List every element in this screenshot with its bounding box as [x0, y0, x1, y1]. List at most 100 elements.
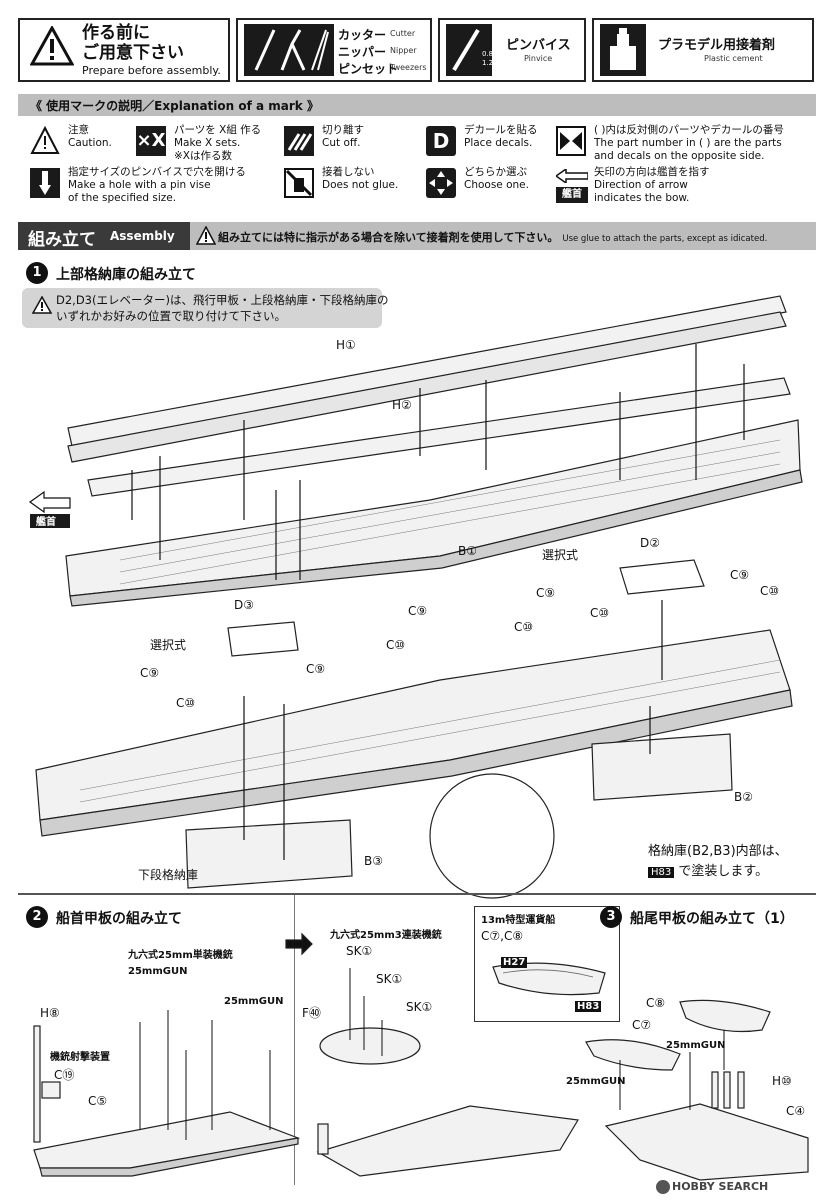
boat-inset: 13m特型運貨船 C⑦,C⑧ H27 H83	[474, 906, 620, 1022]
prepare-panel: 作る前に ご用意下さい Prepare before assembly.	[18, 18, 230, 82]
boat-paint-a-wrap: H27	[501, 957, 528, 968]
part-sk1-label: SK①	[376, 972, 403, 986]
part-c9-label: C⑨	[306, 662, 326, 676]
assembly-note-en: Use glue to attach the parts, except as …	[562, 234, 768, 244]
part-c8-label: C⑧	[646, 996, 666, 1010]
gun-single-label: 九六式25mm単装機銃	[128, 950, 233, 961]
assembly-bar: 組み立て Assembly 組み立てには特に指示がある場合を除いて接着剤を使用し…	[18, 222, 816, 250]
mark-decal-en: Place decals.	[464, 137, 533, 149]
paint-note-line2-wrap: H83 で塗装します。	[648, 860, 768, 879]
caution-icon	[196, 226, 216, 245]
bow-label: 艦首	[556, 187, 588, 203]
tool-tweezers-label: ピンセット	[338, 62, 399, 76]
make-sets-icon: ×X	[136, 126, 166, 156]
mark-noglue-jp: 接着しない	[322, 166, 375, 178]
gun-mount-label: 機銃射撃装置	[50, 1052, 110, 1063]
mark-opposite-jp: ( )内は反対側のパーツやデカールの番号	[594, 124, 784, 136]
pinvice-en: Pinvice	[524, 54, 553, 63]
part-c9-label: C⑨	[730, 568, 750, 582]
mark-opposite-en2: and decals on the opposite side.	[594, 150, 765, 162]
cement-en: Plastic cement	[704, 54, 763, 63]
gun-25-label-2: 25mmGUN	[224, 996, 284, 1007]
mark-choose-en: Choose one.	[464, 179, 529, 191]
step3-gun-label-2: 25mmGUN	[566, 1076, 626, 1087]
boat-paint-b: H83	[575, 1001, 602, 1012]
caution-icon	[30, 126, 60, 154]
cement-panel: プラモデル用接着剤 Plastic cement	[592, 18, 814, 82]
mark-hole-en2: of the specified size.	[68, 192, 177, 204]
part-sk1-label: SK①	[406, 1000, 433, 1014]
tool-nipper-label: ニッパー	[338, 45, 387, 59]
part-d2-label: D②	[640, 536, 660, 550]
mark-caution-en: Caution.	[68, 137, 112, 149]
part-c10-label: C⑩	[386, 638, 406, 652]
part-c10-label: C⑩	[514, 620, 534, 634]
mark-choose-jp: どちらか選ぶ	[464, 166, 527, 178]
mark-bow-jp: 矢印の方向は艦首を指す	[594, 166, 710, 178]
part-f40-label: F㊵	[302, 1006, 321, 1020]
glue-bottle-icon	[600, 24, 646, 76]
opposite-side-icon	[556, 126, 586, 156]
gun-triple-label: 九六式25mm3連装機銃	[330, 930, 442, 941]
mark-caution-jp: 注意	[68, 124, 89, 136]
prepare-title-en: Prepare before assembly.	[82, 64, 221, 77]
step-1-number: 1	[26, 262, 48, 284]
step-2-number: 2	[26, 906, 48, 928]
pinvice-panel: 0.8mm 1.2mm ピンバイス Pinvice	[438, 18, 586, 82]
gun-25-label: 25mmGUN	[128, 966, 188, 977]
no-glue-icon	[284, 168, 314, 198]
mark-opposite-en1: The part number in ( ) are the parts	[594, 137, 782, 149]
assembly-tag: 組み立て Assembly	[18, 222, 190, 250]
cutter-nipper-tweezers-icon	[244, 24, 334, 76]
part-c4-label: C④	[786, 1104, 806, 1118]
pinvice-icon: 0.8mm 1.2mm	[446, 24, 507, 76]
bow-label: 艦首	[36, 517, 56, 528]
step-1-note-line2: いずれかお好みの位置で取り付けて下さい。	[56, 309, 286, 323]
mark-sets-jp: パーツを X組 作る	[174, 124, 262, 136]
boat-parts: C⑦,C⑧	[481, 929, 524, 943]
pinvice-size-1: 0.8mm	[482, 50, 507, 58]
step-2-title: 船首甲板の組み立て	[56, 911, 182, 927]
part-c7-label: C⑦	[632, 1018, 652, 1032]
step-1-title: 上部格納庫の組み立て	[56, 267, 196, 283]
boat-paint-b-wrap: H83	[575, 1001, 602, 1012]
part-h10-label: H⑩	[772, 1074, 792, 1088]
cement-label: プラモデル用接着剤	[658, 38, 776, 53]
caution-icon	[30, 26, 74, 66]
part-d3-label: D③	[234, 598, 254, 612]
choose-one-icon	[426, 168, 456, 198]
part-c9-label: C⑨	[408, 604, 428, 618]
bow-arrow-icon: 艦首	[554, 167, 589, 203]
part-b3-label: B③	[364, 854, 383, 868]
marks-title: 《 使用マークの説明／Explanation of a mark 》	[30, 99, 319, 113]
mark-cut-jp: 切り離す	[322, 124, 364, 136]
assembly-note: 組み立てには特に指示がある場合を除いて接着剤を使用して下さい。Use glue …	[218, 229, 767, 245]
step-1-paint-note: 格納庫(B2,B3)内部は、 H83 で塗装します。	[640, 836, 802, 884]
tool-cutter-en: Cutter	[390, 29, 416, 38]
section-divider	[18, 893, 816, 895]
step-1-note-line1: D2,D3(エレベーター)は、飛行甲板・上段格納庫・下段格納庫の	[56, 293, 389, 307]
part-c10-label: C⑩	[176, 696, 196, 710]
part-c9-label: C⑨	[536, 586, 556, 600]
part-b1-label: B①	[458, 544, 477, 558]
lower-hangar-label: 下段格納庫	[138, 868, 199, 882]
mark-cut-en: Cut off.	[322, 137, 361, 149]
part-c5-label: C⑤	[88, 1094, 108, 1108]
part-h1-label: H①	[336, 338, 356, 352]
cut-off-icon	[284, 126, 314, 156]
step-1-note: D2,D3(エレベーター)は、飛行甲板・上段格納庫・下段格納庫の いずれかお好み…	[22, 288, 388, 328]
decal-icon: D	[426, 126, 456, 156]
part-c10-label: C⑩	[590, 606, 610, 620]
boat-illustration	[492, 962, 606, 996]
pinvice-size-2: 1.2mm	[482, 59, 507, 67]
step3-gun-label: 25mmGUN	[666, 1040, 726, 1051]
watermark-logo-icon	[656, 1180, 670, 1194]
